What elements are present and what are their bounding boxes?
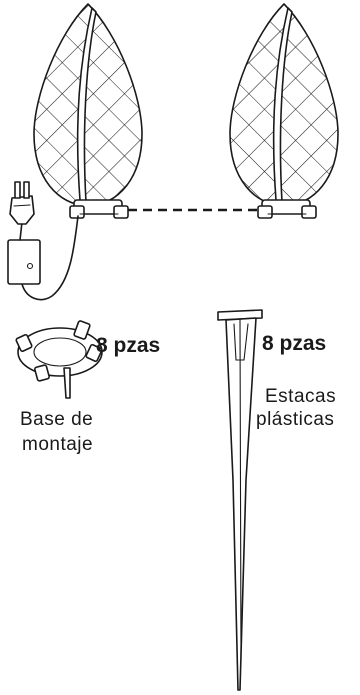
base-caption-line2: montaje	[22, 434, 93, 455]
lattice-bulb-icon	[33, 3, 143, 207]
base-caption-line1: Base de	[20, 409, 93, 430]
base-quantity: 8 pzas	[96, 334, 160, 357]
right-bulb	[229, 3, 339, 219]
stake-caption-line2: plásticas	[256, 409, 334, 430]
plug-icon	[7, 181, 79, 301]
bulb-collar	[257, 199, 317, 219]
mounting-base-icon	[15, 320, 103, 399]
left-bulb	[33, 3, 143, 219]
lattice-bulb-icon	[229, 3, 339, 207]
stake-quantity: 8 pzas	[262, 332, 326, 355]
stake-caption-line1: Estacas	[265, 386, 336, 407]
bulb-collar	[69, 199, 129, 219]
plastic-stake-icon	[217, 309, 263, 691]
